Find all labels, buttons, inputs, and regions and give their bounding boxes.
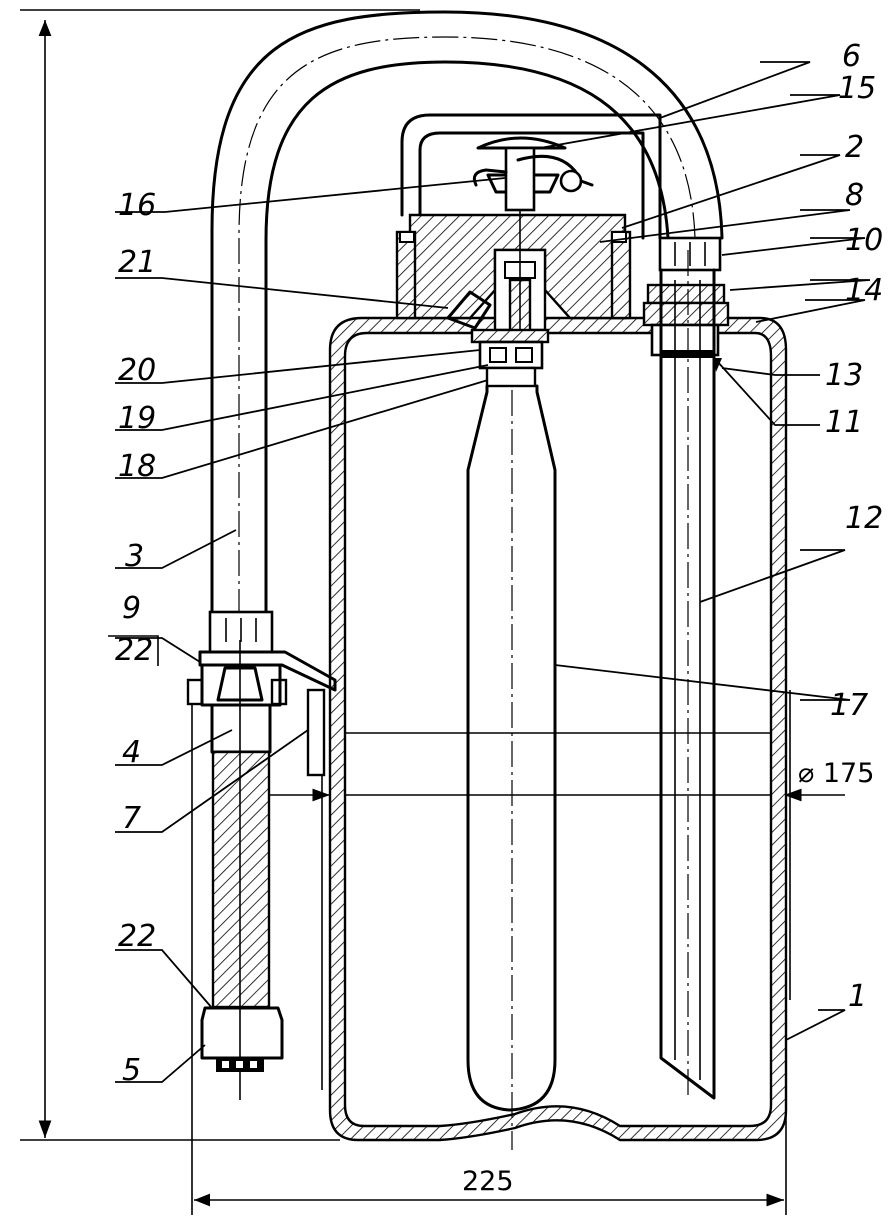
nozzle-assembly xyxy=(186,610,337,1100)
label-8: 8 xyxy=(845,178,864,213)
label-10: 10 xyxy=(845,223,883,258)
label-12: 12 xyxy=(845,501,883,536)
label-6: 6 xyxy=(842,39,861,74)
label-14: 14 xyxy=(845,273,883,308)
trigger-lever xyxy=(472,136,594,212)
label-4: 4 xyxy=(122,735,141,770)
label-5: 5 xyxy=(122,1053,141,1088)
dimension-diameter: ⌀ 175 xyxy=(798,758,874,789)
label-3: 3 xyxy=(125,539,144,574)
label-17: 17 xyxy=(830,688,868,723)
label-7: 7 xyxy=(122,801,141,836)
part-labels: 6 15 2 8 10 14 13 11 12 17 1 16 21 20 19… xyxy=(108,39,883,1197)
label-22-lower: 22 xyxy=(118,919,156,954)
label-13: 13 xyxy=(825,358,863,393)
leader-lines xyxy=(115,61,871,1083)
label-15: 15 xyxy=(838,71,876,106)
label-22-upper: 22 xyxy=(115,633,153,668)
label-21: 21 xyxy=(118,245,156,280)
head-block xyxy=(395,165,632,388)
label-1: 1 xyxy=(848,979,867,1014)
label-18: 18 xyxy=(118,449,156,484)
height-dimension xyxy=(20,9,420,1141)
dimension-width: 225 xyxy=(462,1166,514,1197)
label-20: 20 xyxy=(118,353,156,388)
siphon-loop xyxy=(400,113,662,240)
label-16: 16 xyxy=(118,188,156,223)
label-19: 19 xyxy=(118,401,156,436)
gas-cartridge xyxy=(466,384,557,1150)
label-9: 9 xyxy=(122,591,141,626)
label-11: 11 xyxy=(825,405,863,440)
label-2: 2 xyxy=(845,130,864,165)
siphon-tube xyxy=(642,236,730,1100)
body-shell xyxy=(321,316,791,1142)
